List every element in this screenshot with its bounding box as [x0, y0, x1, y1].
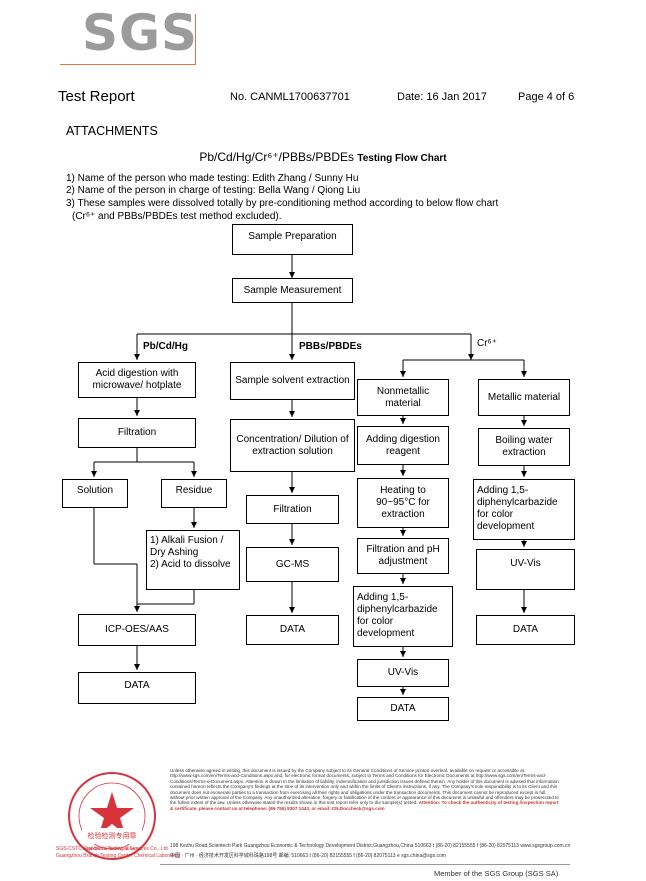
report-date: Date: 16 Jan 2017: [397, 91, 487, 103]
filtration-box-2: Filtration: [246, 495, 339, 524]
concentration-dilution-box: Concentration/ Dilution of extraction so…: [230, 419, 355, 472]
flow-title-suffix: Testing Flow Chart: [357, 153, 447, 164]
attention-text: Attention: To check the authenticity of …: [170, 800, 559, 811]
nonmetallic-material-box: Nonmetallic material: [357, 379, 449, 416]
intro-line-4: (Cr⁶⁺ and PBBs/PBDEs test method exclude…: [72, 211, 282, 222]
intro-line-3: 3) These samples were dissolved totally …: [66, 198, 499, 209]
boiling-water-extraction-box: Boiling water extraction: [478, 428, 570, 466]
seal-company-name: SGS-CSTC Standards Technical Services Co…: [56, 846, 170, 852]
seal-branch-name: Guangzhou Branch Testing Center Chemical…: [56, 853, 181, 859]
report-number: No. CANML1700637701: [230, 91, 350, 103]
logo-frame: [60, 14, 196, 65]
branch-label-pbbs-pbdes: PBBs/PBDEs: [299, 341, 362, 352]
uv-vis-box-2: UV-Vis: [476, 549, 575, 590]
branch-label-pb-cd-hg: Pb/Cd/Hg: [143, 341, 188, 352]
disclaimer-text: Unless otherwise agreed in writing, this…: [170, 768, 559, 806]
address-chinese: 中国 · 广州 · 经济技术开发区科学城科珠路198号 邮编: 510663 t…: [170, 853, 446, 859]
report-title: Test Report: [58, 88, 135, 105]
intro-line-2: 2) Name of the person in charge of testi…: [66, 185, 361, 196]
footer-rule: [160, 864, 570, 865]
attachments-heading: ATTACHMENTS: [66, 124, 158, 138]
adding-diphenylcarbazide-box-2: Adding 1,5-diphenylcarbazide for color d…: [473, 479, 575, 540]
member-of-sgs-group: Member of the SGS Group (SGS SA): [434, 869, 559, 878]
page-number: Page 4 of 6: [518, 91, 575, 103]
alkali-fusion-box: 1) Alkali Fusion / Dry Ashing 2) Acid to…: [146, 530, 240, 590]
icp-oes-aas-box: ICP-OES/AAS: [78, 614, 196, 646]
sgs-seal-stamp: 检验检测专用章 Inspection & Testing Services: [68, 772, 156, 860]
sample-measurement-box: Sample Measurement: [232, 278, 353, 303]
seal-chinese-text: 检验检测专用章: [88, 831, 137, 840]
flow-title-main: Pb/Cd/Hg/Cr⁶⁺/PBBs/PBDEs: [199, 150, 355, 164]
uv-vis-box-1: UV-Vis: [357, 659, 449, 687]
flow-chart-title: Pb/Cd/Hg/Cr⁶⁺/PBBs/PBDEs Testing Flow Ch…: [0, 150, 646, 164]
data-box-4: DATA: [476, 615, 575, 645]
data-box-1: DATA: [78, 672, 196, 704]
footer-disclaimer: Unless otherwise agreed in writing, this…: [170, 768, 560, 811]
intro-line-1: 1) Name of the person who made testing: …: [66, 173, 359, 184]
acid-digestion-box: Acid digestion with microwave/ hotplate: [78, 362, 196, 398]
adding-digestion-reagent-box: Adding digestion reagent: [357, 426, 449, 465]
residue-box: Residue: [161, 479, 227, 508]
metallic-material-box: Metallic material: [478, 379, 570, 416]
seal-english-text: Inspection & Testing Services: [83, 846, 142, 851]
data-box-2: DATA: [246, 615, 339, 645]
sample-solvent-extraction-box: Sample solvent extraction: [230, 362, 355, 400]
sample-preparation-box: Sample Preparation: [232, 224, 353, 255]
filtration-box-1: Filtration: [78, 418, 196, 448]
branch-label-cr6: Cr⁶⁺: [477, 338, 497, 349]
data-box-3: DATA: [357, 697, 449, 721]
adding-diphenylcarbazide-box-1: Adding 1,5-diphenylcarbazide for color d…: [353, 586, 453, 647]
gc-ms-box: GC-MS: [246, 547, 339, 582]
heating-extraction-box: Heating to 90~95°C for extraction: [357, 478, 449, 528]
sgs-logo: SGS: [82, 4, 199, 62]
filtration-ph-adjustment-box: Filtration and pH adjustment: [357, 538, 449, 574]
address-english: 198 Kezhu Road,Scientech Park Guangzhou …: [170, 843, 571, 849]
solution-box: Solution: [62, 479, 128, 508]
